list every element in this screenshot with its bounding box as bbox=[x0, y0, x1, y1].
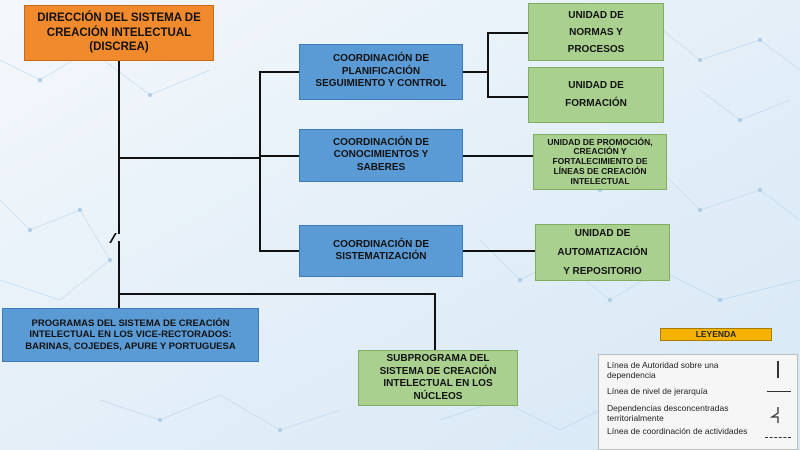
connector-coord-trunk bbox=[259, 71, 261, 251]
connector-to-planificacion bbox=[259, 71, 299, 73]
legend-panel: Línea de Autoridad sobre una dependencia… bbox=[598, 354, 798, 450]
coord-sistematizacion-box: COORDINACIÓN DE SISTEMATIZACIÓN bbox=[299, 225, 463, 277]
legend-vertical-line-icon bbox=[777, 361, 779, 378]
connector-direccion-down bbox=[118, 60, 120, 234]
unidad-normas-box: UNIDAD DE NORMAS Y PROCESOS bbox=[528, 3, 664, 61]
legend-dashed-line-icon bbox=[765, 437, 791, 438]
legend-title: LEYENDA bbox=[660, 328, 772, 341]
legend-item-hierarchy: Línea de nivel de jerarquía bbox=[607, 386, 708, 396]
unidad-automatizacion-box: UNIDAD DE AUTOMATIZACIÓN Y REPOSITORIO bbox=[535, 224, 670, 281]
connector-to-automatizacion bbox=[463, 250, 535, 252]
programas-box: PROGRAMAS DEL SISTEMA DE CREACIÓN INTELE… bbox=[2, 308, 259, 362]
legend-horizontal-line-icon bbox=[767, 391, 791, 392]
unidad-promocion-box: UNIDAD DE PROMOCIÓN, CREACIÓN Y FORTALEC… bbox=[533, 134, 667, 190]
connector-units-trunk bbox=[487, 32, 489, 97]
legend-item-coordination: Línea de coordinación de actividades bbox=[607, 426, 748, 436]
legend-item-authority: Línea de Autoridad sobre una dependencia bbox=[607, 360, 719, 381]
connector-to-subprograma bbox=[118, 293, 435, 295]
coord-planificacion-box: COORDINACIÓN DE PLANIFICACIÓN SEGUIMIENT… bbox=[299, 44, 463, 100]
connector-planif-out bbox=[463, 71, 488, 73]
connector-to-conocimientos bbox=[259, 155, 299, 157]
connector-to-formacion bbox=[487, 96, 528, 98]
connector-direccion-lower bbox=[118, 241, 120, 309]
subprograma-box: SUBPROGRAMA DEL SISTEMA DE CREACIÓN INTE… bbox=[358, 350, 518, 406]
connector-to-promocion bbox=[463, 155, 533, 157]
legend-item-deconcentrated: Dependencias desconcentradas territorial… bbox=[607, 403, 729, 424]
unidad-formacion-box: UNIDAD DE FORMACIÓN bbox=[528, 67, 664, 123]
legend-zigzag-line-icon bbox=[769, 407, 779, 423]
connector-subprograma-down bbox=[434, 293, 436, 350]
direccion-box: DIRECCIÓN DEL SISTEMA DE CREACIÓN INTELE… bbox=[24, 5, 214, 61]
connector-to-normas bbox=[487, 32, 528, 34]
coord-conocimientos-box: COORDINACIÓN DE CONOCIMIENTOS Y SABERES bbox=[299, 129, 463, 182]
connector-main-horizontal bbox=[118, 157, 260, 159]
connector-to-sistematizacion bbox=[259, 250, 299, 252]
